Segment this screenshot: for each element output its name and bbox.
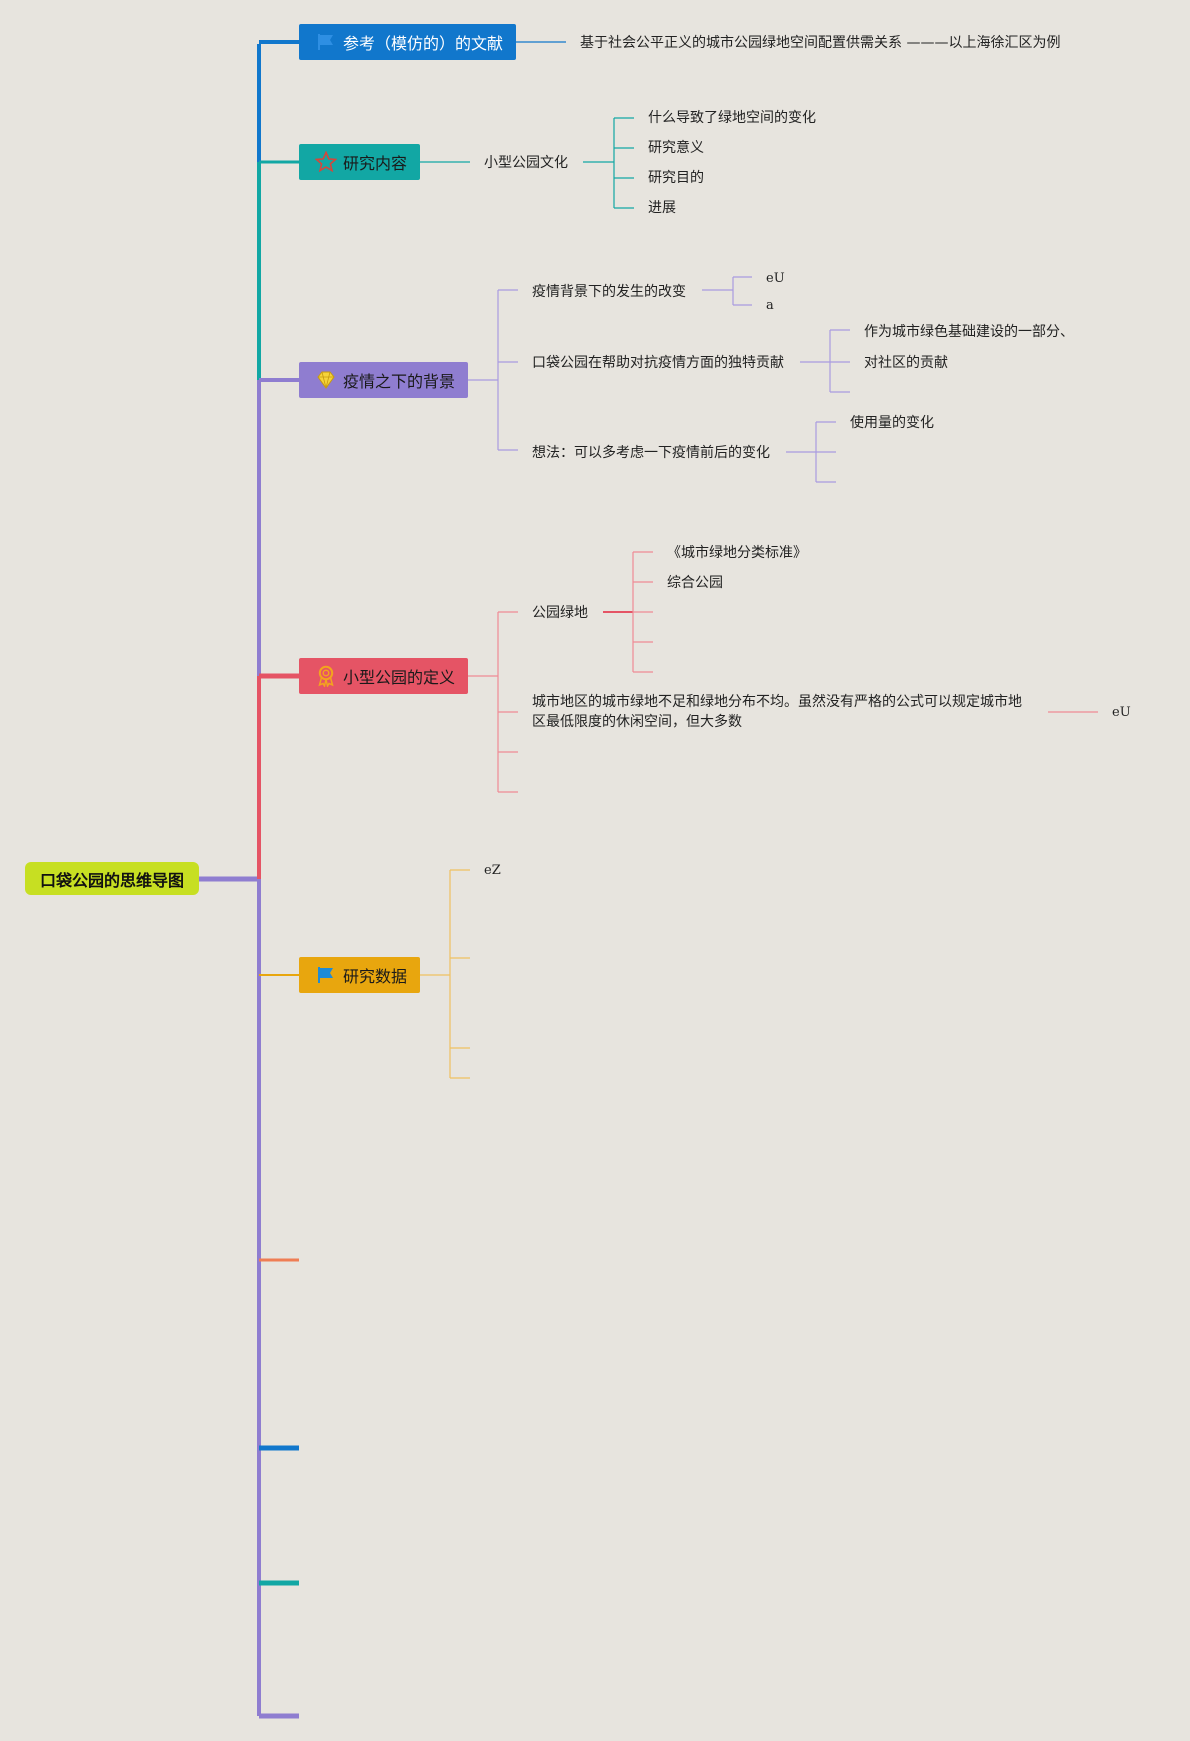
branch-small-park-definition[interactable]: 小型公园的定义: [299, 658, 468, 694]
award-icon: [315, 665, 337, 687]
branch-research-data[interactable]: 研究数据: [299, 957, 420, 993]
flag-icon: [315, 31, 337, 53]
leaf-research-purpose: 研究目的: [648, 170, 704, 186]
leaf-comprehensive-park: 综合公园: [667, 575, 723, 591]
branch-research-data-label: 研究数据: [343, 967, 408, 986]
urban-green-shortage: 城市地区的城市绿地不足和绿地分布不均。虽然没有严格的公式可以规定城市地区最低限度…: [532, 694, 1022, 730]
leaf-eZ: eZ: [484, 863, 501, 878]
pocket-park-contribution: 口袋公园在帮助对抗疫情方面的独特贡献: [532, 355, 784, 371]
diamond-icon: [315, 369, 337, 391]
leaf-a: a: [766, 298, 774, 313]
pandemic-changes: 疫情背景下的发生的改变: [532, 284, 686, 300]
branch-pandemic-background[interactable]: 疫情之下的背景: [299, 362, 468, 398]
leaf-eU: eU: [766, 271, 785, 286]
root-label: 口袋公园的思维导图: [39, 870, 184, 890]
leaf-eU-definition: eU: [1112, 705, 1131, 720]
reference-title: 基于社会公平正义的城市公园绿地空间配置供需关系 ———以上海徐汇区为例: [580, 35, 1061, 51]
branch-small-park-definition-label: 小型公园的定义: [343, 668, 456, 687]
leaf-progress: 进展: [648, 200, 676, 216]
leaf-green-infrastructure: 作为城市绿色基础建设的一部分、: [864, 324, 1074, 340]
leaf-green-space-standard: 《城市绿地分类标准》: [667, 545, 807, 561]
star-icon: [315, 151, 337, 173]
leaf-greenspace-change: 什么导致了绿地空间的变化: [648, 110, 816, 126]
park-green-space: 公园绿地: [532, 605, 588, 621]
leaf-research-significance: 研究意义: [648, 140, 704, 156]
leaf-community-contribution: 对社区的贡献: [864, 355, 948, 371]
branch-research-content[interactable]: 研究内容: [299, 144, 420, 180]
small-park-culture: 小型公园文化: [484, 155, 568, 171]
idea-before-after: 想法：可以多考虑一下疫情前后的变化: [532, 445, 770, 461]
branch-references[interactable]: 参考（模仿的）的文献: [299, 24, 516, 60]
flag-icon: [315, 964, 337, 986]
branch-pandemic-background-label: 疫情之下的背景: [343, 372, 456, 391]
leaf-usage-change: 使用量的变化: [850, 415, 934, 431]
branch-references-label: 参考（模仿的）的文献: [343, 34, 504, 53]
root-node[interactable]: 口袋公园的思维导图: [25, 862, 199, 895]
branch-research-content-label: 研究内容: [343, 154, 408, 173]
